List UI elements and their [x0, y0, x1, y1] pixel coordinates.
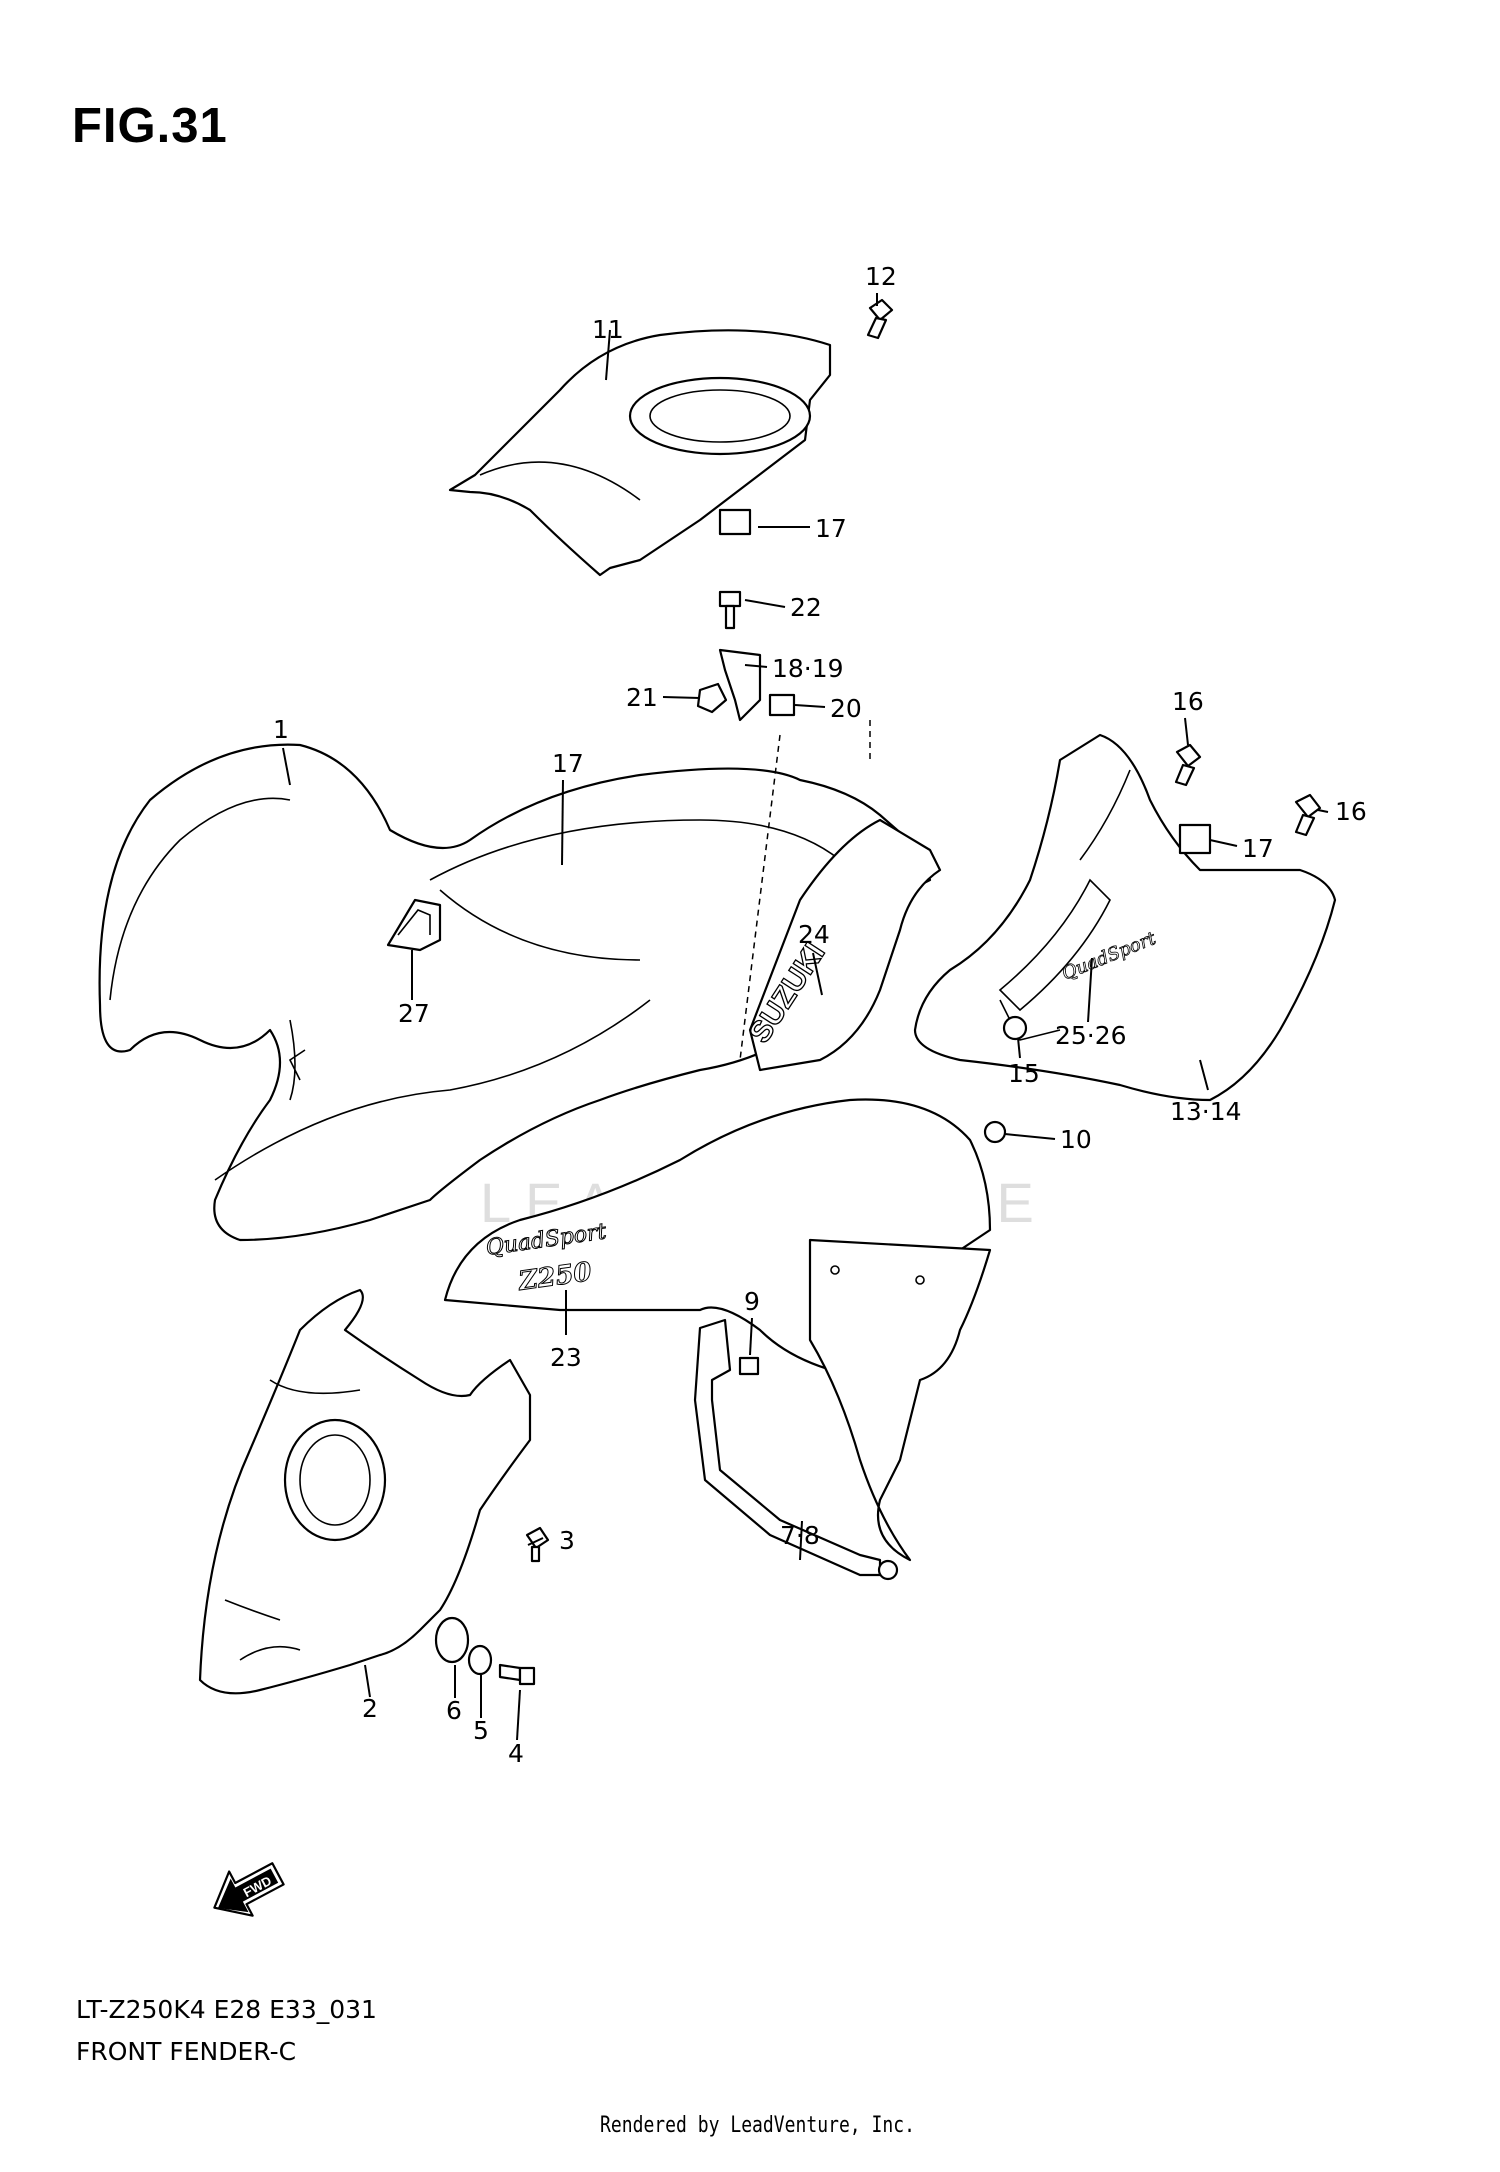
- callout-27: 27: [398, 999, 430, 1028]
- callout-25-26: 25·26: [1055, 1021, 1127, 1050]
- part-7-8-bracket: [693, 1318, 899, 1581]
- rendered-by-credit: Rendered by LeadVenture, Inc.: [600, 2113, 915, 2138]
- callout-16b: 16: [1335, 797, 1367, 826]
- callout-22: 22: [790, 593, 822, 622]
- leader-lines: [282, 293, 1329, 1741]
- inner-fender-liner: [808, 1238, 992, 1562]
- callout-4: 4: [508, 1739, 524, 1768]
- callout-24: 24: [798, 920, 830, 949]
- callout-17a: 17: [815, 514, 847, 543]
- part-1-front-fender: [98, 743, 932, 1242]
- callout-10: 10: [1060, 1125, 1092, 1154]
- callout-12: 12: [865, 262, 897, 291]
- part-17c-cushion: [1178, 823, 1212, 855]
- fasteners: [434, 298, 1322, 1686]
- model-code: LT-Z250K4 E28 E33_031: [76, 1995, 377, 2024]
- callout-13-14: 13·14: [1170, 1097, 1242, 1126]
- part-11-cover: [448, 329, 832, 577]
- callout-6: 6: [446, 1696, 462, 1725]
- callout-5: 5: [473, 1716, 489, 1745]
- callout-11: 11: [592, 315, 624, 344]
- part-2-front-panel: [198, 1288, 532, 1695]
- callout-20: 20: [830, 694, 862, 723]
- callout-16a: 16: [1172, 687, 1204, 716]
- section-title: FRONT FENDER-C: [76, 2037, 297, 2066]
- callout-2: 2: [362, 1694, 378, 1723]
- part-27-emblem: [386, 898, 442, 952]
- callout-18-19: 18·19: [772, 654, 844, 683]
- callout-21: 21: [626, 683, 658, 712]
- callout-9: 9: [744, 1287, 760, 1316]
- part-13-14-side-cover: QuadSport: [913, 733, 1337, 1102]
- fwd-arrow-icon: FWD: [213, 1862, 285, 1917]
- callout-labels: 1 2 3 4 5 6 7·8 9 10 11 12 13·14 15 16 1…: [273, 262, 1367, 1768]
- figure-title: FIG.31: [72, 99, 228, 153]
- callout-17b: 17: [552, 749, 584, 778]
- callout-17c: 17: [1242, 834, 1274, 863]
- callout-7-8: 7·8: [780, 1521, 820, 1550]
- callout-15: 15: [1008, 1059, 1040, 1088]
- callout-23: 23: [550, 1343, 582, 1372]
- callout-1: 1: [273, 715, 289, 744]
- callout-3: 3: [559, 1526, 575, 1555]
